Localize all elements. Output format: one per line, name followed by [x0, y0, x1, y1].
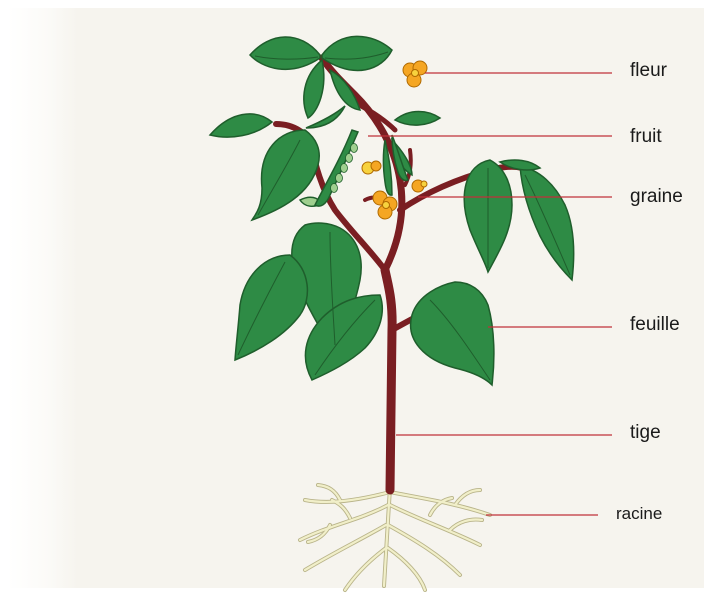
label-feuille: feuille	[630, 314, 680, 336]
leader-lines	[368, 73, 612, 515]
label-fruit: fruit	[630, 126, 662, 148]
label-fleur: fleur	[630, 60, 667, 82]
label-graine: graine	[630, 186, 683, 208]
label-tige: tige	[630, 422, 661, 444]
label-racine: racine	[616, 504, 662, 524]
